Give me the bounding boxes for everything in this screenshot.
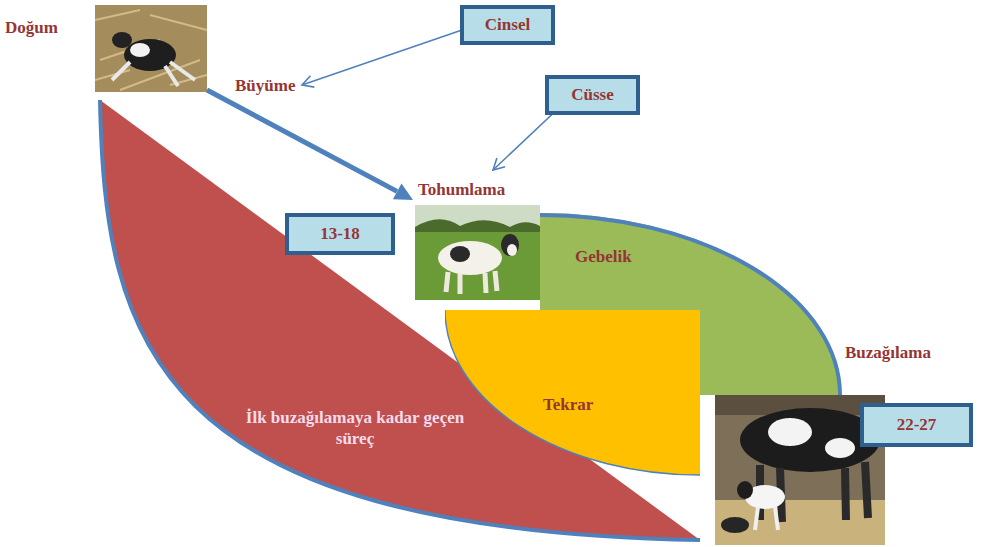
callout-number: 22-27 [897, 415, 937, 435]
band-outline [445, 310, 702, 477]
callout-number: Cüsse [571, 85, 614, 105]
callout-box: Cinsel [460, 5, 555, 45]
band-label: Tekrar [543, 394, 653, 415]
callout-number: 13-18 [320, 224, 360, 244]
stage-label: Buzağılama [845, 343, 931, 363]
callout-number: Cinsel [485, 15, 530, 35]
stage-label: Doğum [5, 18, 58, 38]
callout-box: 22-27 [860, 403, 973, 447]
calf-photo [95, 5, 207, 92]
band-label: Gebelik [575, 246, 685, 267]
stage-label: Büyüme [235, 76, 295, 96]
growth-arrow [207, 90, 397, 191]
stage-label: Tohumlama [418, 180, 505, 200]
callout-box: Cüsse [545, 75, 640, 115]
growth-arrowhead [393, 184, 413, 201]
callout-box: 13-18 [285, 213, 395, 255]
band-label: İlk buzağılamaya kadar geçen süreç [240, 407, 470, 450]
repeat-band: Tekrar [445, 310, 702, 477]
heifer-photo [415, 205, 540, 300]
leader-arrow [302, 30, 462, 85]
